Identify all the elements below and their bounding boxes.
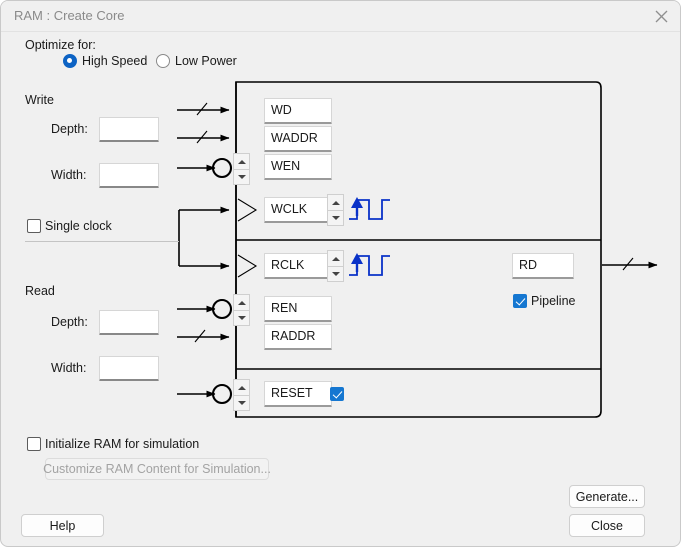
initialize-ram-box bbox=[27, 437, 41, 451]
rclk-edge-spinner[interactable] bbox=[327, 250, 344, 282]
single-clock-checkbox[interactable]: Single clock bbox=[27, 219, 112, 233]
ren-polarity-spinner[interactable] bbox=[233, 294, 250, 326]
ren-spinner-up[interactable] bbox=[233, 294, 250, 310]
close-button[interactable]: Close bbox=[569, 514, 645, 537]
reset-enable-box bbox=[330, 387, 344, 401]
single-clock-box bbox=[27, 219, 41, 233]
port-name-rclk[interactable]: RCLK bbox=[264, 253, 332, 279]
initialize-ram-label: Initialize RAM for simulation bbox=[45, 437, 200, 451]
help-button[interactable]: Help bbox=[21, 514, 104, 537]
ren-spinner-down[interactable] bbox=[233, 310, 250, 326]
radio-low-power-indicator bbox=[156, 54, 170, 68]
write-depth-label: Depth: bbox=[51, 122, 88, 136]
generate-button[interactable]: Generate... bbox=[569, 485, 645, 508]
initialize-ram-checkbox[interactable]: Initialize RAM for simulation bbox=[27, 437, 199, 451]
write-width-input[interactable] bbox=[99, 163, 159, 188]
wen-spinner-down[interactable] bbox=[233, 169, 250, 185]
pipeline-label: Pipeline bbox=[531, 294, 576, 308]
wclk-spinner-down[interactable] bbox=[327, 210, 344, 226]
port-name-wd[interactable]: WD bbox=[264, 98, 332, 124]
reset-spinner-down[interactable] bbox=[233, 395, 250, 411]
read-depth-input[interactable] bbox=[99, 310, 159, 335]
radio-high-speed[interactable]: High Speed bbox=[63, 54, 147, 68]
radio-low-power-label: Low Power bbox=[175, 54, 237, 68]
reset-spinner-up[interactable] bbox=[233, 379, 250, 395]
rclk-spinner-down[interactable] bbox=[327, 266, 344, 282]
wen-polarity-spinner[interactable] bbox=[233, 153, 250, 185]
pipeline-box bbox=[513, 294, 527, 308]
port-name-waddr[interactable]: WADDR bbox=[264, 126, 332, 152]
radio-high-speed-indicator bbox=[63, 54, 77, 68]
port-name-raddr[interactable]: RADDR bbox=[264, 324, 332, 350]
radio-high-speed-label: High Speed bbox=[82, 54, 148, 68]
wen-spinner-up[interactable] bbox=[233, 153, 250, 169]
port-name-ren[interactable]: REN bbox=[264, 296, 332, 322]
wclk-edge-spinner[interactable] bbox=[327, 194, 344, 226]
port-name-reset[interactable]: RESET bbox=[264, 381, 332, 407]
pipeline-checkbox[interactable]: Pipeline bbox=[513, 294, 575, 308]
port-name-rd[interactable]: RD bbox=[512, 253, 574, 279]
close-icon[interactable] bbox=[646, 4, 676, 28]
port-name-wen[interactable]: WEN bbox=[264, 154, 332, 180]
read-section-label: Read bbox=[25, 284, 55, 298]
reset-enable-checkbox[interactable] bbox=[330, 387, 348, 401]
write-width-label: Width: bbox=[51, 168, 87, 182]
window-title: RAM : Create Core bbox=[14, 8, 125, 23]
single-clock-label: Single clock bbox=[45, 219, 112, 233]
read-width-input[interactable] bbox=[99, 356, 159, 381]
customize-ram-content-button: Customize RAM Content for Simulation... bbox=[43, 458, 271, 480]
radio-low-power[interactable]: Low Power bbox=[156, 54, 237, 68]
rclk-spinner-up[interactable] bbox=[327, 250, 344, 266]
title-bar: RAM : Create Core bbox=[1, 1, 680, 32]
wclk-spinner-up[interactable] bbox=[327, 194, 344, 210]
read-width-label: Width: bbox=[51, 361, 87, 375]
write-section-label: Write bbox=[25, 93, 54, 107]
write-depth-input[interactable] bbox=[99, 117, 159, 142]
optimize-for-label: Optimize for: bbox=[25, 38, 96, 52]
single-clock-divider bbox=[25, 241, 179, 242]
read-depth-label: Depth: bbox=[51, 315, 88, 329]
port-name-wclk[interactable]: WCLK bbox=[264, 197, 332, 223]
reset-polarity-spinner[interactable] bbox=[233, 379, 250, 411]
